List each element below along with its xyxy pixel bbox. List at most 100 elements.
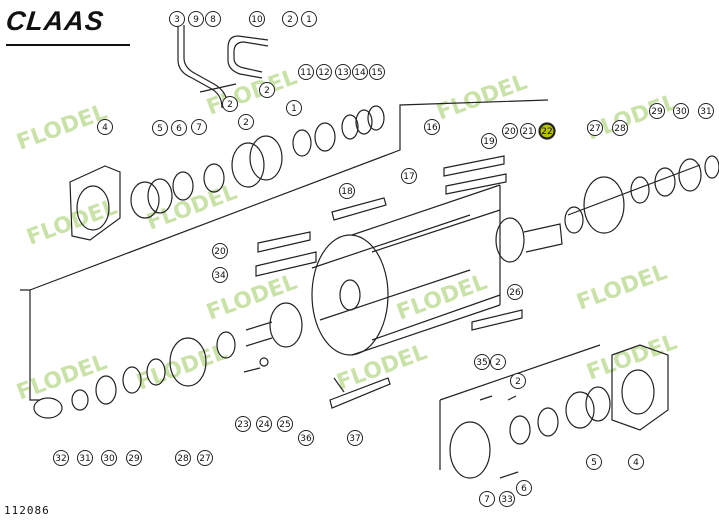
callout-circle <box>249 11 265 27</box>
callout-label: 19 <box>483 137 495 147</box>
callout-31: 31 <box>698 103 714 119</box>
rasp-bar <box>471 309 523 331</box>
callout-label: 2 <box>227 100 233 110</box>
fittings <box>479 395 517 401</box>
callout-label: 1 <box>291 104 297 114</box>
watermark-text: FLODEL <box>584 90 681 146</box>
callout-circle <box>698 103 714 119</box>
callout-circle <box>205 11 221 27</box>
callout-label: 6 <box>521 484 527 494</box>
drive-shaft <box>523 223 563 253</box>
bearing-ring <box>71 389 89 411</box>
hub-flange <box>249 135 283 181</box>
concave-comb <box>329 377 391 409</box>
rasp-bar <box>445 173 507 195</box>
callout-25: 25 <box>277 416 293 432</box>
callout-6: 6 <box>516 480 532 496</box>
callout-6: 6 <box>171 120 187 136</box>
callout-31: 31 <box>77 450 93 466</box>
callout-label: 4 <box>633 458 639 468</box>
callout-33: 33 <box>499 491 515 507</box>
callout-circle <box>401 168 417 184</box>
callout-label: 9 <box>193 15 199 25</box>
callout-37: 37 <box>347 430 363 446</box>
callout-label: 29 <box>128 454 140 464</box>
bearing-ring <box>95 375 117 405</box>
callout-label: 2 <box>264 86 270 96</box>
bearing-ring <box>509 415 531 445</box>
callout-2: 2 <box>238 114 254 130</box>
callout-circle <box>586 454 602 470</box>
callout-circle <box>587 120 603 136</box>
callout-4: 4 <box>97 119 113 135</box>
callout-1: 1 <box>301 11 317 27</box>
callout-2: 2 <box>259 82 275 98</box>
callout-20: 20 <box>212 243 228 259</box>
callout-circle <box>516 480 532 496</box>
callout-circle <box>499 491 515 507</box>
callout-circle <box>169 11 185 27</box>
drum-bore <box>339 279 361 311</box>
callout-circle <box>152 120 168 136</box>
callout-circle <box>424 119 440 135</box>
watermark-text: FLODEL <box>574 260 671 316</box>
callout-circle <box>191 119 207 135</box>
bearing-ring <box>537 407 559 437</box>
bearing-flange <box>583 176 625 234</box>
leader-line <box>439 344 601 401</box>
pipe-line <box>227 35 263 79</box>
callout-22: 22 <box>538 122 556 140</box>
callout-30: 30 <box>101 450 117 466</box>
callout-7: 7 <box>479 491 495 507</box>
callout-label: 22 <box>541 127 552 137</box>
callout-3: 3 <box>169 11 185 27</box>
callout-label: 32 <box>55 454 66 464</box>
rasp-bar <box>443 155 505 177</box>
callout-26: 26 <box>507 284 523 300</box>
callout-5: 5 <box>152 120 168 136</box>
callout-circle <box>101 450 117 466</box>
callout-28: 28 <box>612 120 628 136</box>
callout-4: 4 <box>628 454 644 470</box>
callout-label: 33 <box>501 495 512 505</box>
callout-label: 28 <box>177 454 189 464</box>
callout-28: 28 <box>175 450 191 466</box>
watermark-text: FLODEL <box>394 270 491 326</box>
shaft-flange <box>269 302 303 348</box>
callout-2: 2 <box>490 354 506 370</box>
callout-circle <box>316 64 332 80</box>
callout-circle <box>507 284 523 300</box>
callout-circle <box>298 64 314 80</box>
bearing-ring <box>678 158 702 192</box>
seal-ring <box>314 122 336 152</box>
callout-circle <box>301 11 317 27</box>
pipe-line <box>233 41 263 73</box>
callout-20: 20 <box>502 123 518 139</box>
callout-1: 1 <box>286 100 302 116</box>
leader-line <box>567 164 701 216</box>
seal-ring <box>367 105 385 131</box>
watermark-text: FLODEL <box>204 65 301 121</box>
callout-label: 26 <box>509 288 521 298</box>
callout-label: 12 <box>318 68 329 78</box>
callout-circle <box>481 133 497 149</box>
pipe-line <box>199 83 237 93</box>
watermark-text: FLODEL <box>14 350 111 406</box>
callout-label: 2 <box>515 377 521 387</box>
drum-bars <box>311 184 501 356</box>
callout-label: 3 <box>174 15 180 25</box>
callout-circle <box>335 64 351 80</box>
callout-circle <box>126 450 142 466</box>
callout-label: 5 <box>157 124 163 134</box>
callout-36: 36 <box>298 430 314 446</box>
callout-label: 20 <box>214 247 226 257</box>
callout-circle <box>347 430 363 446</box>
bearing-housing-bore <box>76 185 110 231</box>
callout-circle <box>171 120 187 136</box>
callout-circle <box>175 450 191 466</box>
callout-circle <box>479 491 495 507</box>
callout-label: 24 <box>258 420 270 430</box>
bearing-ring <box>654 167 676 197</box>
